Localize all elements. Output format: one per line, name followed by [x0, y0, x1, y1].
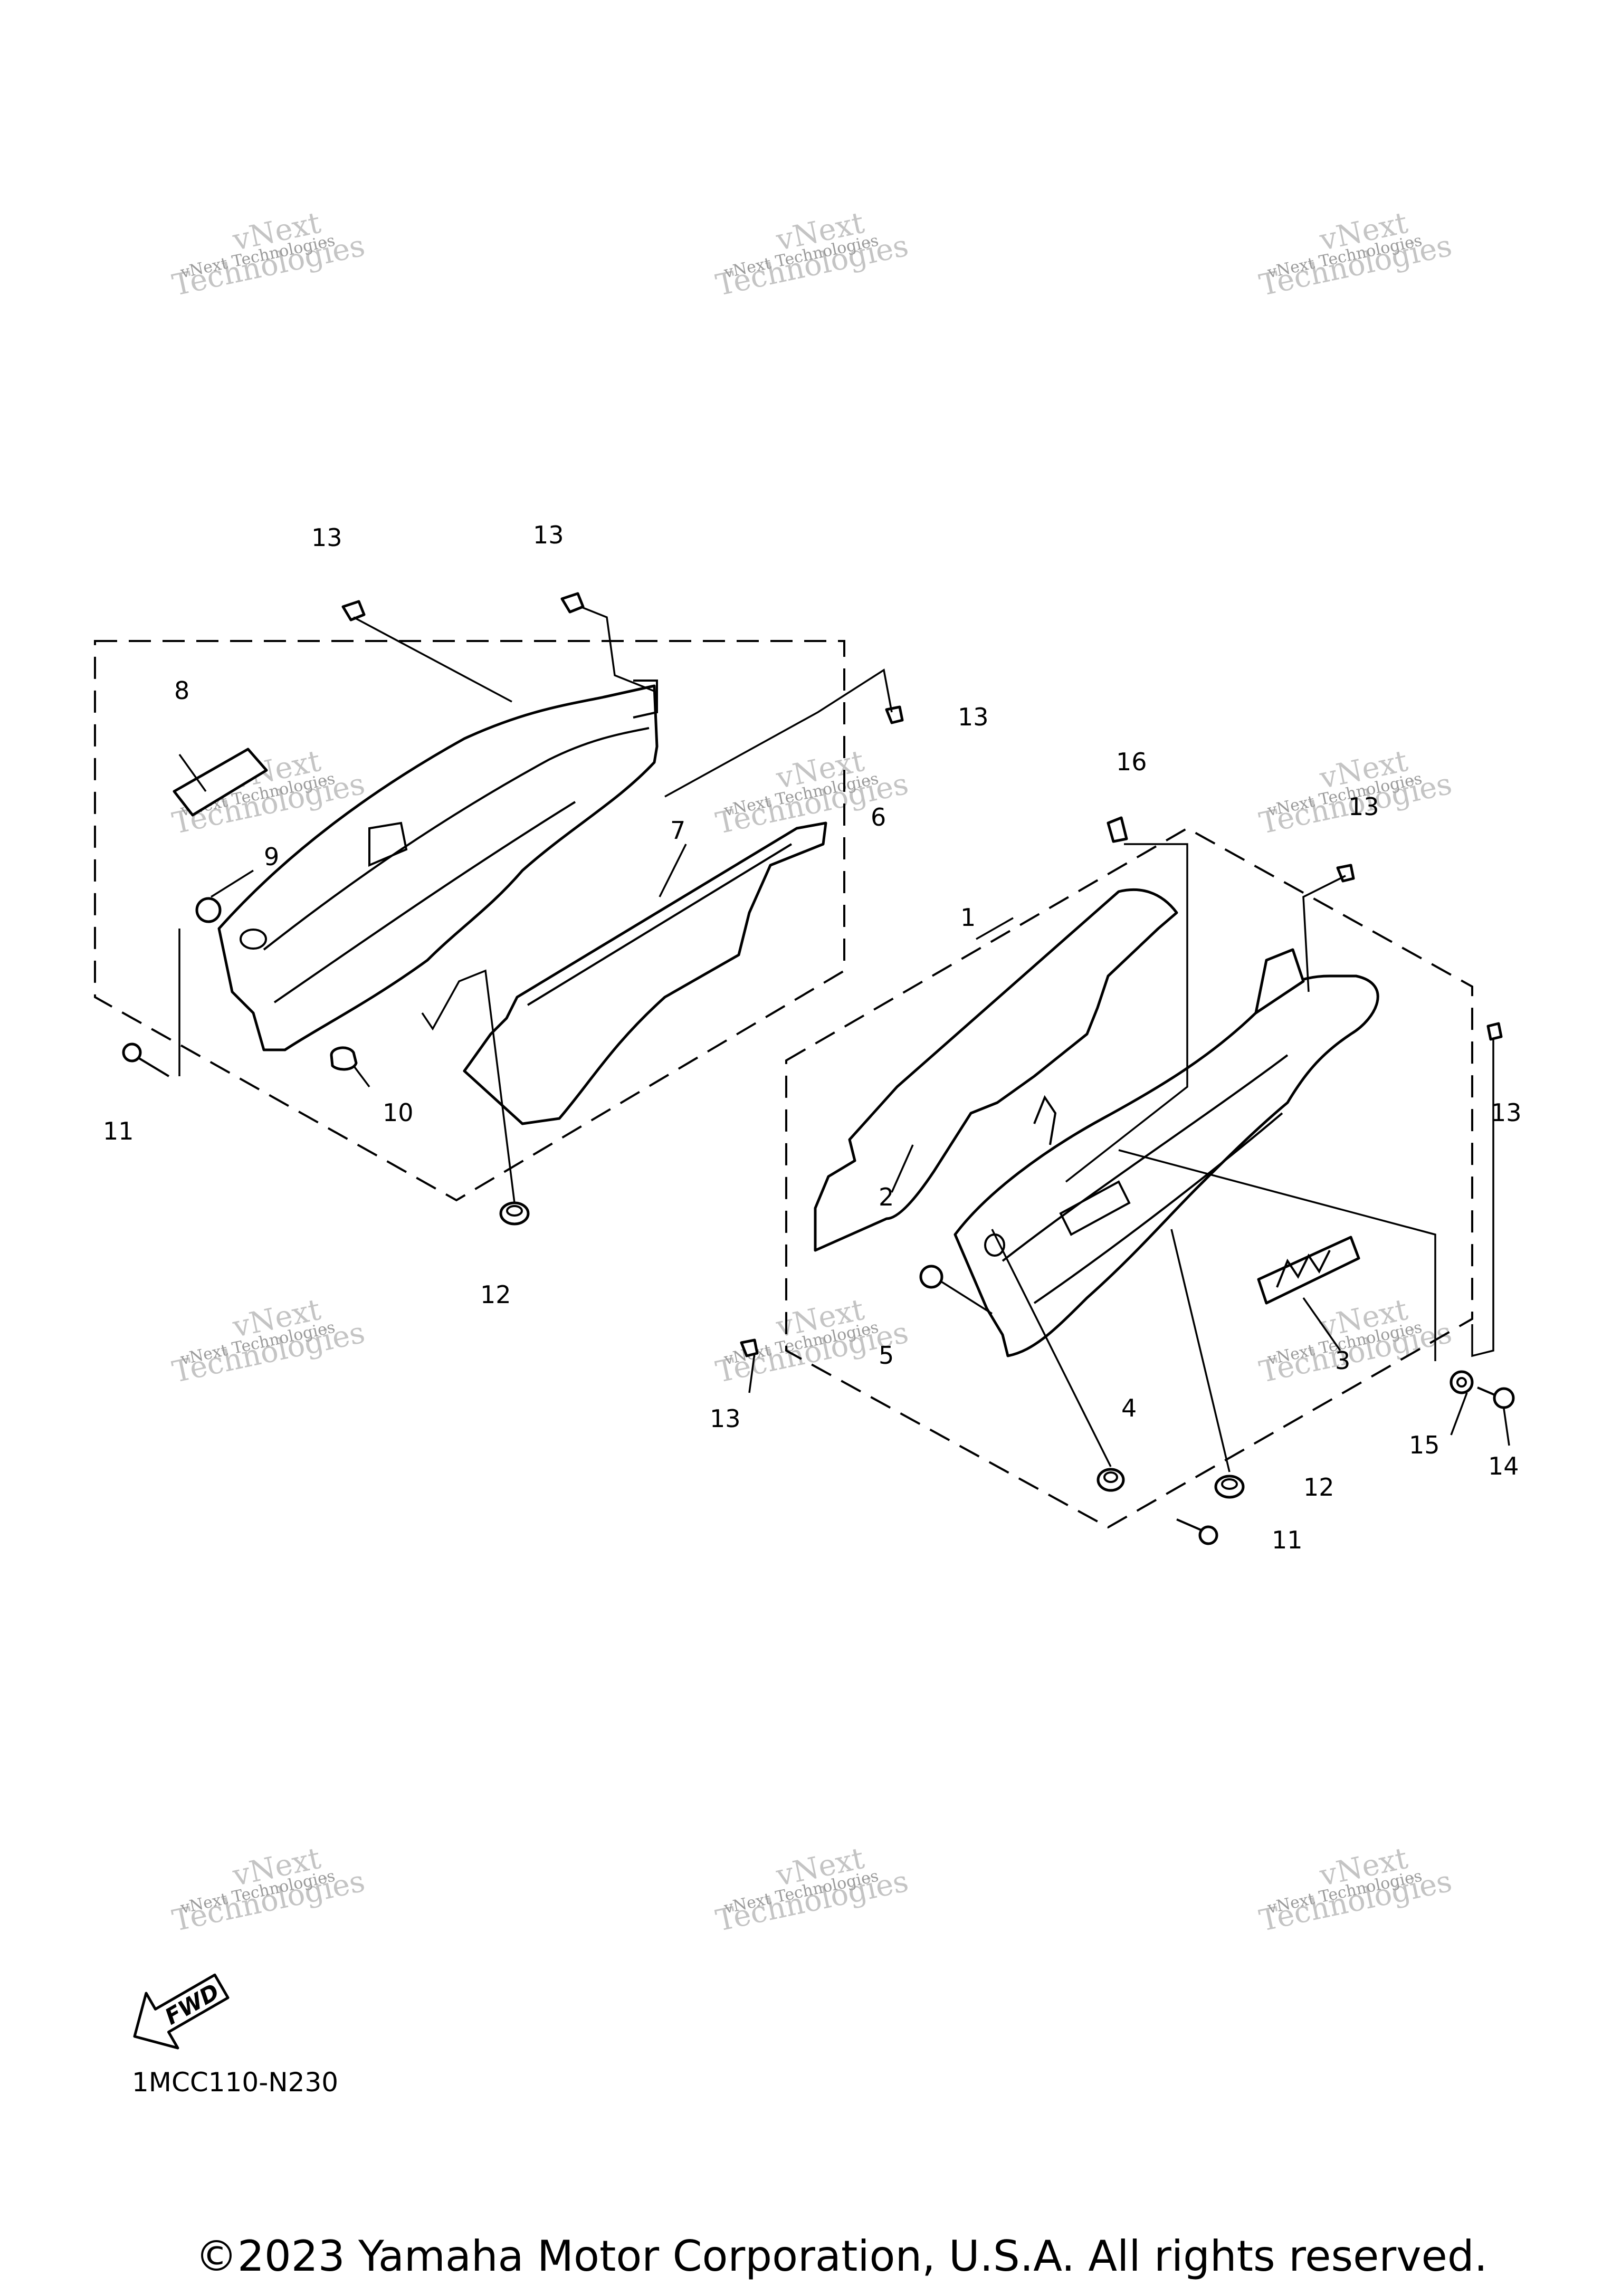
damper-4: [1096, 1468, 1125, 1492]
left-assembly: [94, 592, 904, 1226]
watermark: Technologies vNext vNext Technologies: [1256, 1293, 1455, 1390]
callouts: 1 2 3 4 5 6 7 8 9 10 11 11 12 12 13 13 1…: [103, 521, 1522, 1554]
nut-16: [1107, 816, 1128, 843]
callout-16: 16: [1116, 748, 1147, 776]
watermark: Technologies vNext vNext Technologies: [713, 1841, 911, 1938]
watermark: Technologies vNext vNext Technologies: [1256, 206, 1455, 303]
screw-11-right: [1176, 1518, 1218, 1545]
callout-12-right: 12: [1303, 1473, 1334, 1501]
damper-10: [330, 1046, 358, 1071]
callout-8: 8: [174, 676, 189, 705]
watermark: Technologies vNext vNext Technologies: [169, 206, 368, 303]
cover-damper: [463, 821, 827, 1125]
grommet-12-right: [1214, 1475, 1245, 1499]
callout-13-d: 13: [1348, 792, 1379, 821]
right-side-cover: [953, 974, 1379, 1357]
callout-14: 14: [1488, 1452, 1519, 1480]
damper-5: [919, 1265, 943, 1289]
fwd-label: FWD: [160, 1978, 224, 2030]
callout-13-c: 13: [958, 703, 989, 731]
screw-11-left: [122, 1042, 170, 1077]
callout-10: 10: [383, 1098, 414, 1127]
right-assembly: [740, 816, 1515, 1545]
callout-15: 15: [1409, 1431, 1440, 1459]
collar-15: [1450, 1370, 1474, 1394]
watermark: Technologies vNext vNext Technologies: [169, 1841, 368, 1938]
callout-4: 4: [1121, 1394, 1137, 1422]
clip-13: [341, 592, 904, 724]
callout-11-left: 11: [103, 1117, 134, 1145]
left-side-cover: [217, 684, 659, 1051]
copyright-notice: ©2023 Yamaha Motor Corporation, U.S.A. A…: [195, 2232, 1488, 2281]
callout-12-left: 12: [480, 1280, 511, 1309]
callout-13-e: 13: [1491, 1098, 1522, 1127]
watermark: Technologies vNext vNext Technologies: [713, 1293, 911, 1390]
watermark: Technologies vNext vNext Technologies: [169, 1293, 368, 1390]
right-assembly-frame: [785, 827, 1473, 1529]
callout-11-right: 11: [1272, 1526, 1303, 1554]
fwd-arrow-icon: FWD: [133, 1973, 230, 2050]
watermark: Technologies vNext vNext Technologies: [1256, 744, 1455, 841]
grommet-12-left: [499, 1201, 530, 1226]
watermark: Technologies vNext vNext Technologies: [713, 206, 911, 303]
callout-3: 3: [1335, 1346, 1350, 1375]
callout-7: 7: [670, 816, 685, 845]
emblem: [173, 748, 268, 817]
callout-5: 5: [879, 1341, 894, 1370]
watermark: Technologies vNext vNext Technologies: [1256, 1841, 1455, 1938]
diagram-code: 1MCC110-N230: [132, 2067, 339, 2098]
callout-13-a: 13: [311, 523, 342, 552]
emblem-right: [1257, 1236, 1360, 1305]
callout-13-b: 13: [533, 521, 564, 549]
callout-1: 1: [960, 903, 976, 932]
left-assembly-frame: [94, 640, 845, 1202]
callout-2: 2: [879, 1183, 894, 1211]
callout-9: 9: [264, 843, 279, 871]
callout-6: 6: [871, 803, 886, 831]
bolt-14: [1477, 1386, 1515, 1409]
grommet-9: [195, 897, 222, 923]
callout-13-f: 13: [710, 1404, 741, 1433]
